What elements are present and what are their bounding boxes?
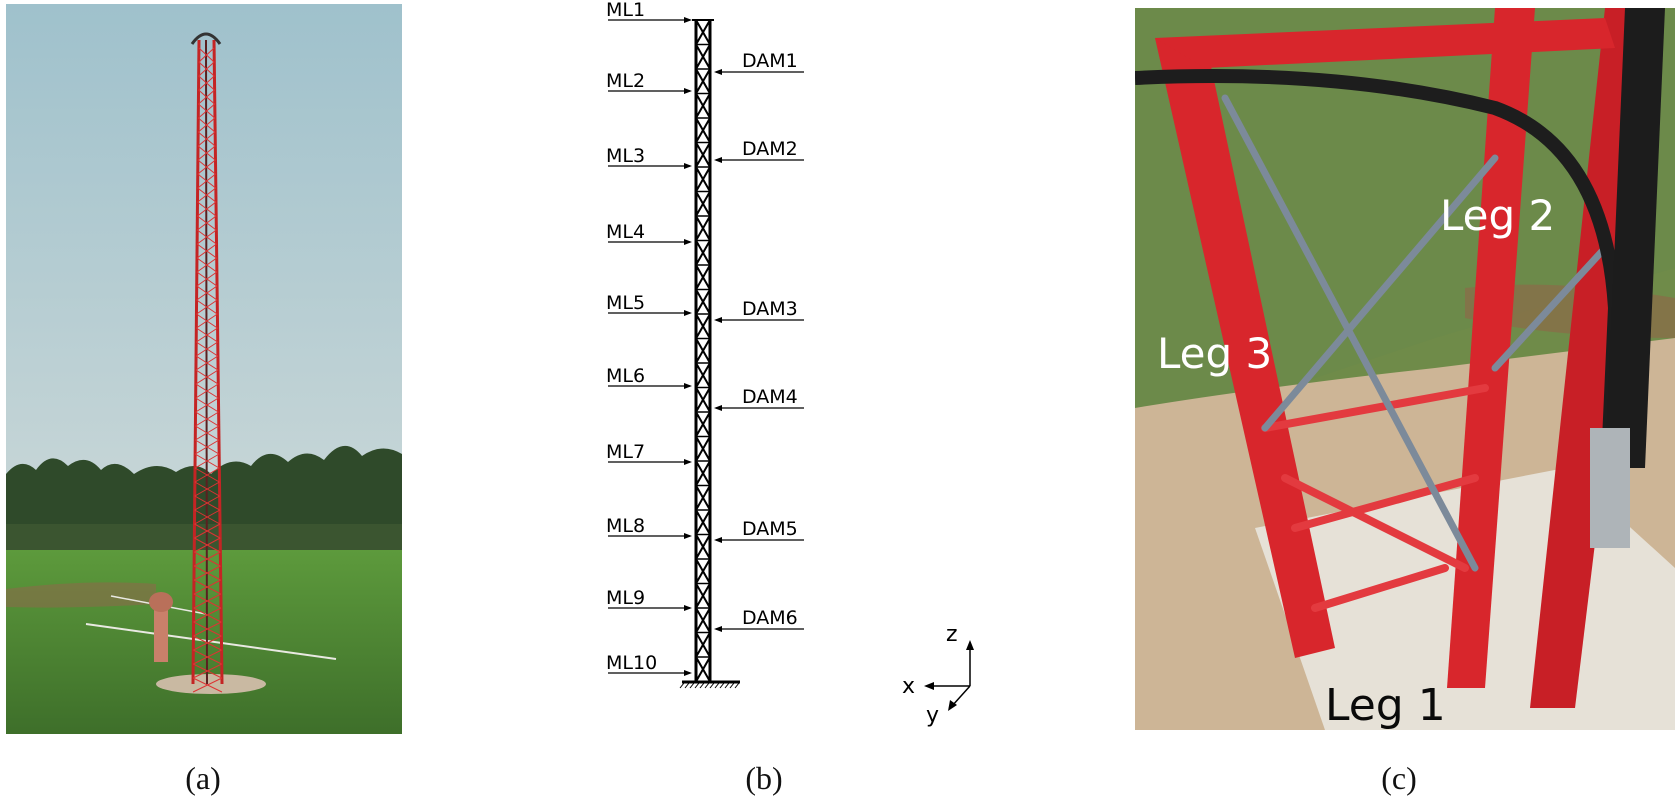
dam-label-1: DAM1 <box>714 50 804 75</box>
caption-c: (c) <box>1381 760 1417 796</box>
ml-label-5: ML5 <box>606 292 692 316</box>
ml-label-6: ML6 <box>606 365 692 389</box>
coordinate-axes: z x y <box>902 622 974 728</box>
photo-leg-closeup: Leg 1 Leg 2 Leg 3 <box>1134 8 1675 731</box>
ml-label-text: ML1 <box>606 0 645 21</box>
ml-label-text: ML4 <box>606 221 645 243</box>
ml-label-4: ML4 <box>606 221 692 245</box>
caption-b: (b) <box>745 760 783 796</box>
dam-label-text: DAM2 <box>742 138 798 160</box>
dam-label-text: DAM4 <box>742 386 798 408</box>
dam-label-6: DAM6 <box>714 607 804 632</box>
leg-1-label: Leg 1 <box>1325 680 1446 730</box>
dam-label-text: DAM6 <box>742 607 798 629</box>
ml-label-9: ML9 <box>606 587 692 611</box>
tower-lattice <box>679 19 740 689</box>
ml-label-text: ML5 <box>606 292 645 314</box>
leg-3-label: Leg 3 <box>1157 329 1272 378</box>
ml-label-1: ML1 <box>606 0 692 23</box>
dam-label-4: DAM4 <box>714 386 804 411</box>
mast-photo-illustration <box>6 4 402 734</box>
ml-label-3: ML3 <box>606 145 692 169</box>
caption-a: (a) <box>185 760 221 796</box>
ml-label-text: ML10 <box>606 652 657 674</box>
ml-label-10: ML10 <box>606 652 692 676</box>
leg-closeup-illustration: Leg 1 Leg 2 Leg 3 <box>1134 8 1675 731</box>
photo-mast <box>6 4 402 734</box>
axis-x-label: x <box>902 674 915 699</box>
ml-label-text: ML2 <box>606 70 645 92</box>
dam-label-text: DAM5 <box>742 518 798 540</box>
ml-label-2: ML2 <box>606 70 692 94</box>
ml-label-text: ML6 <box>606 365 645 387</box>
ml-label-text: ML3 <box>606 145 645 167</box>
dam-label-text: DAM1 <box>742 50 798 72</box>
axis-y-label: y <box>926 703 939 728</box>
dam-label-text: DAM3 <box>742 298 798 320</box>
leg-2-label: Leg 2 <box>1440 191 1555 240</box>
axis-z-label: z <box>946 622 958 647</box>
ml-label-text: ML9 <box>606 587 645 609</box>
dam-label-5: DAM5 <box>714 518 804 543</box>
dam-label-3: DAM3 <box>714 298 804 323</box>
ml-label-7: ML7 <box>606 441 692 465</box>
ml-label-8: ML8 <box>606 515 692 539</box>
ml-label-text: ML8 <box>606 515 645 537</box>
dam-label-2: DAM2 <box>714 138 804 163</box>
ml-label-text: ML7 <box>606 441 645 463</box>
